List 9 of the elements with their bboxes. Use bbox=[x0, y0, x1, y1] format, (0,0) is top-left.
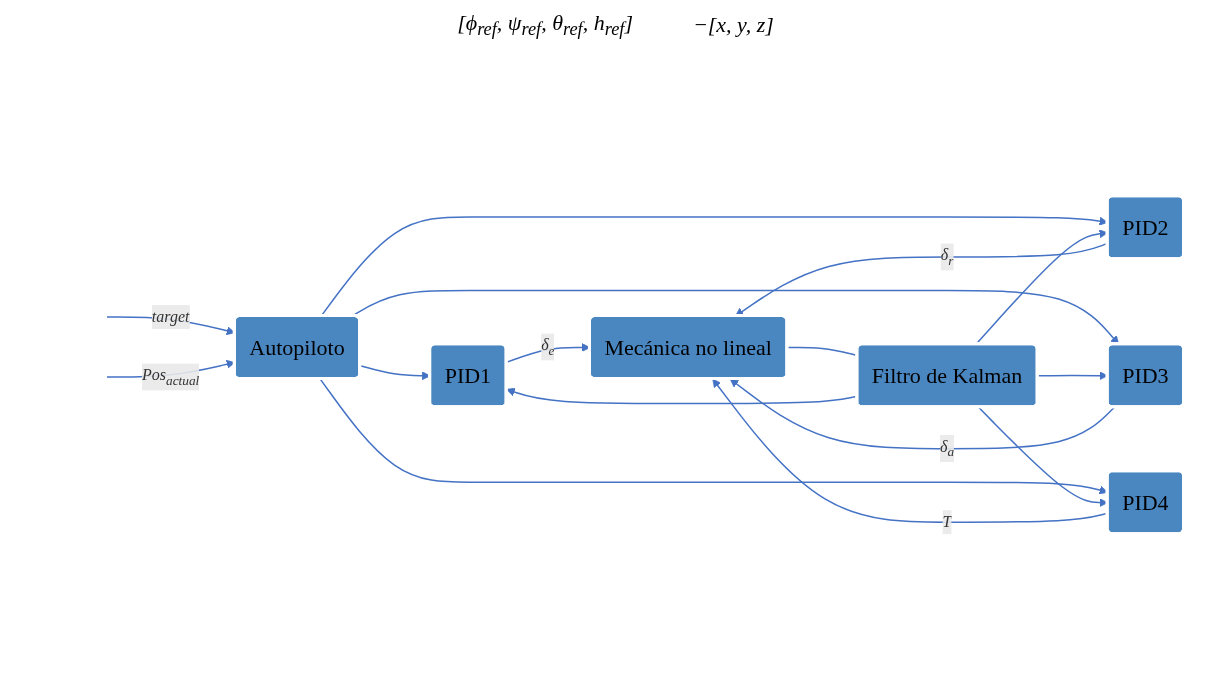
edge-label: T bbox=[942, 513, 952, 531]
signal-label: [ϕ$_{ref}$, ψ$_{ref}$, θ$_{ref}$, h$_{ref}$] bbox=[457, 9, 633, 41]
edge-label: δ$_{a}$ bbox=[940, 438, 955, 460]
signal-label: −[x, y, z] bbox=[692, 12, 774, 38]
arrow bbox=[729, 378, 1116, 450]
edge-label: δ$_{r}$ bbox=[940, 246, 954, 268]
edge-label: Pos$_{actual}$ bbox=[142, 366, 200, 388]
edge-label: δ$_{e}$ bbox=[541, 336, 555, 358]
edge-label: target bbox=[152, 308, 190, 326]
